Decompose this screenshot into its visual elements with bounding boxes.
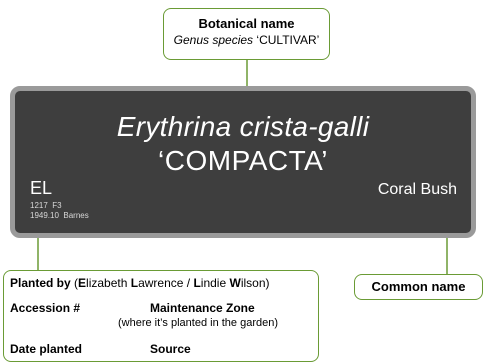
person3-rest: indie	[200, 276, 230, 290]
maintenance-zone-label: Maintenance Zone	[150, 301, 255, 315]
cultivar-text: ‘CULTIVAR’	[256, 33, 320, 47]
sign-common-name: Coral Bush	[377, 181, 457, 198]
source-label: Source	[150, 342, 191, 356]
botanical-name-callout: Botanical name Genus species ‘CULTIVAR’	[163, 8, 330, 60]
accession-label: Accession #	[10, 301, 80, 315]
accession-text: Accession #	[10, 301, 81, 315]
common-name-callout: Common name	[354, 274, 483, 300]
date-planted-label: Date planted	[10, 342, 82, 356]
sign-cultivar: ‘COMPACTA’	[158, 145, 328, 176]
plant-label-sign: Erythrina crista-galli ‘COMPACTA’ EL 121…	[10, 86, 476, 238]
planted-by-row: Planted by (Elizabeth Lawrence / Lindie …	[10, 276, 270, 290]
genus-species-text: Genus species	[173, 33, 254, 47]
source-text: Source	[150, 342, 191, 356]
person2-initial: L	[130, 276, 139, 290]
sign-accession-zone: 1217 F3	[30, 201, 62, 210]
maintenance-zone-text: Maintenance Zone	[150, 301, 255, 315]
maintenance-zone-note: (where it’s planted in the garden)	[118, 317, 279, 329]
sign-date-source: 1949.10 Barnes	[30, 211, 89, 220]
sign-botanical-name: Erythrina crista-galli	[116, 111, 370, 142]
person2-rest: awrence /	[138, 276, 194, 290]
person4-rest: ilson)	[240, 276, 270, 290]
sign-planter-initials: EL	[30, 178, 53, 198]
person1-rest: lizabeth	[86, 276, 131, 290]
person4-initial: W	[229, 276, 241, 290]
botanical-name-format: Genus species ‘CULTIVAR’	[164, 33, 329, 47]
planted-by-label: Planted by	[10, 276, 71, 290]
person3-initial: L	[193, 276, 201, 290]
botanical-name-title: Botanical name	[198, 16, 295, 31]
planting-info-callout: Planted by (Elizabeth Lawrence / Lindie …	[3, 270, 319, 362]
person1-initial: E	[78, 276, 87, 290]
date-planted-text: Date planted	[10, 342, 83, 356]
